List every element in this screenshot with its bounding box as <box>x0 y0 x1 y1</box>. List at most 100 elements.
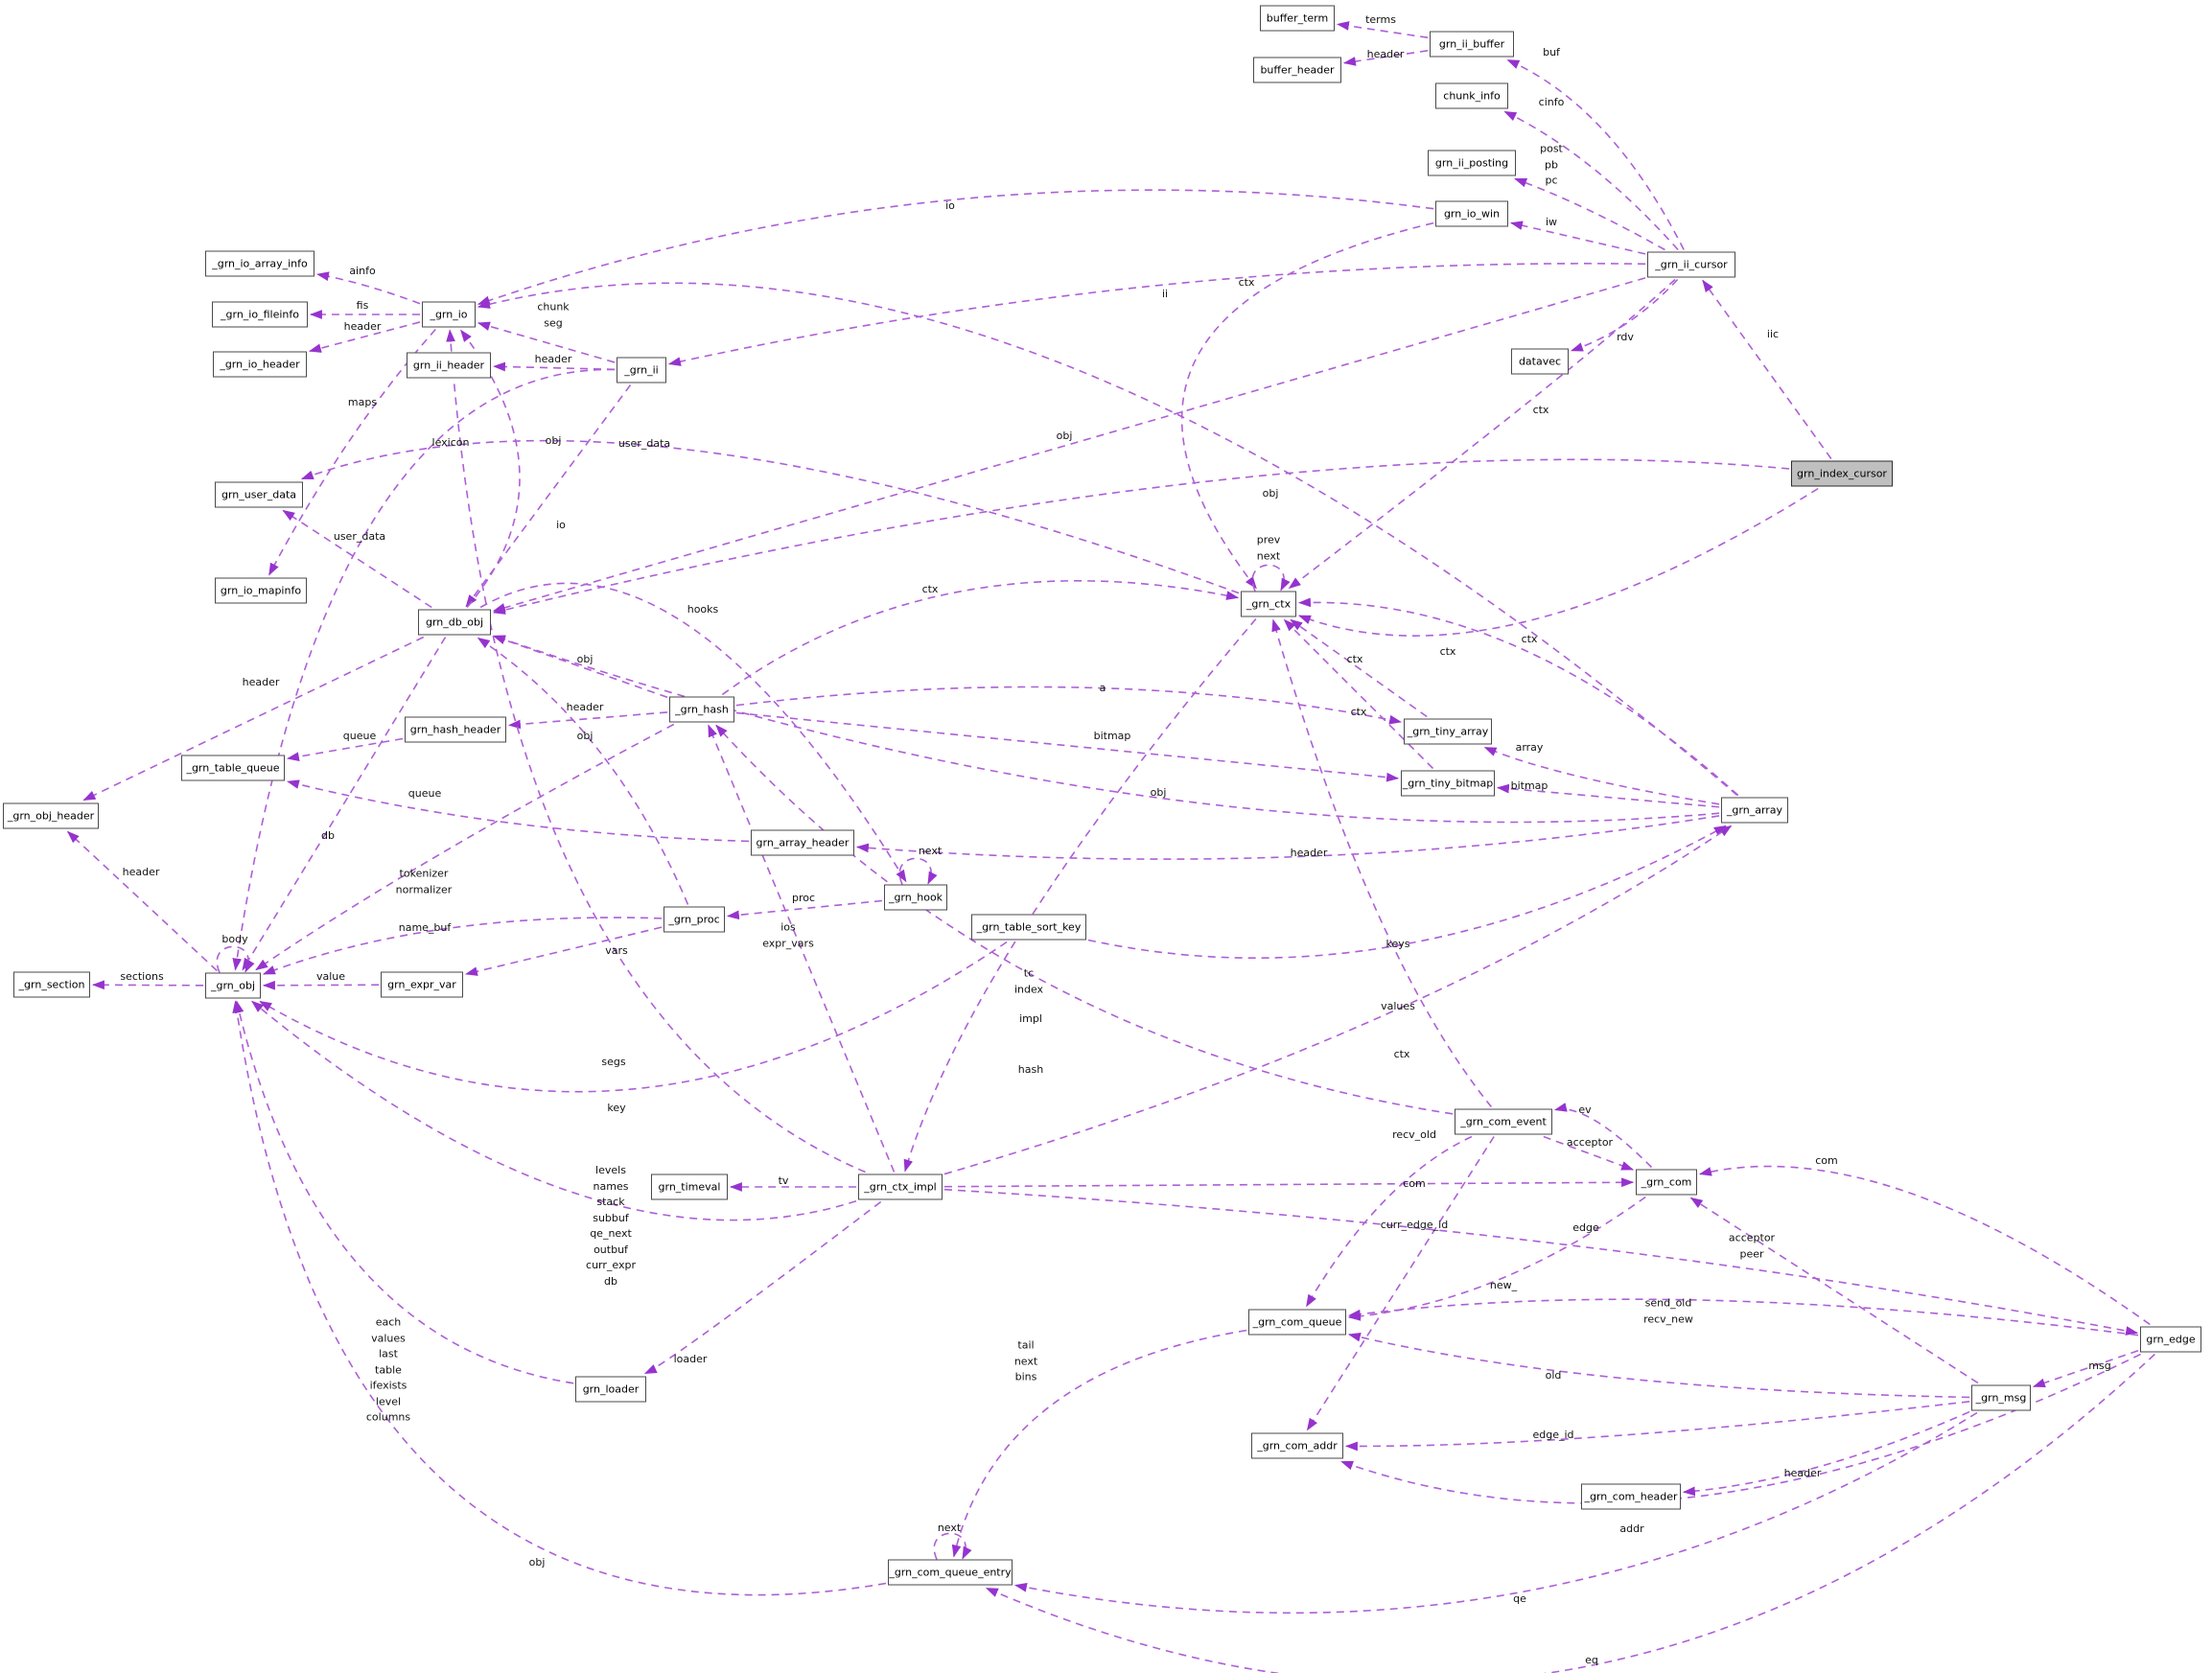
node-grn_io_fileinfo[interactable]: _grn_io_fileinfo <box>212 301 308 328</box>
node-grn_tiny_array[interactable]: _grn_tiny_array <box>1404 718 1492 745</box>
node-grn_hash[interactable]: _grn_hash <box>669 696 734 723</box>
node-grn_io_header[interactable]: _grn_io_header <box>213 351 307 378</box>
node-grn_table_sort_key[interactable]: _grn_table_sort_key <box>971 914 1086 941</box>
edge-grn_proc-to-grn_obj <box>262 917 663 975</box>
edge-grn_ii_cursor-to-datavec <box>1570 278 1679 352</box>
edge-grn_array-to-grn_db_obj <box>492 635 1720 824</box>
node-grn_ctx_impl[interactable]: _grn_ctx_impl <box>858 1173 943 1200</box>
edge-grn_com_event-to-grn_ctx <box>1271 618 1493 1108</box>
edge-grn_obj-to-grn_obj_header <box>66 830 218 972</box>
edge-grn_io_win-to-grn_ctx <box>1180 221 1434 590</box>
node-grn_expr_var[interactable]: grn_expr_var <box>381 971 463 998</box>
edge-grn_table_sort_key-to-grn_obj <box>259 941 1008 1093</box>
node-buffer_term[interactable]: buffer_term <box>1260 5 1335 32</box>
node-grn_section[interactable]: _grn_section <box>13 971 90 998</box>
edge-grn_proc-to-grn_expr_var <box>464 926 663 976</box>
edge-grn_tiny_bitmap-to-grn_ctx <box>1283 618 1434 770</box>
edge-grn_hash-to-grn_tiny_bitmap <box>735 711 1400 782</box>
node-grn_index_cursor[interactable]: grn_index_cursor <box>1791 460 1893 487</box>
self-edge-grn_com_queue_entry <box>933 1532 972 1560</box>
node-grn_ii_header[interactable]: grn_ii_header <box>407 352 491 379</box>
node-grn_ii_posting[interactable]: grn_ii_posting <box>1428 150 1516 176</box>
edge-grn_array-to-grn_io <box>477 282 1738 797</box>
node-grn_edge[interactable]: grn_edge <box>2140 1326 2201 1353</box>
node-grn_array_header[interactable]: grn_array_header <box>751 829 854 856</box>
edge-grn_com_queue-to-grn_com_queue_entry <box>951 1329 1247 1558</box>
node-grn_hash_header[interactable]: grn_hash_header <box>405 716 506 743</box>
edge-grn_ii_cursor-to-chunk_info <box>1503 110 1679 251</box>
edge-grn_hash-to-grn_ctx <box>721 579 1240 696</box>
edge-grn_ctx_impl-to-grn_hash <box>708 724 896 1173</box>
node-grn_user_data[interactable]: grn_user_data <box>215 481 303 508</box>
node-grn_com_event[interactable]: _grn_com_event <box>1455 1108 1552 1135</box>
node-grn_com_header[interactable]: _grn_com_header <box>1581 1483 1681 1510</box>
node-grn_loader[interactable]: grn_loader <box>575 1376 646 1403</box>
edge-grn_obj-to-grn_section <box>91 980 204 990</box>
edge-grn_hash-to-grn_obj <box>255 723 675 971</box>
edge-grn_array-to-grn_array_header <box>855 815 1720 860</box>
self-edge-grn_ctx <box>1251 564 1291 592</box>
edge-grn_msg-to-grn_com <box>1689 1197 1979 1384</box>
node-buffer_header[interactable]: buffer_header <box>1253 57 1341 83</box>
node-grn_com_queue[interactable]: _grn_com_queue <box>1248 1309 1346 1336</box>
edge-grn_edge-to-grn_com <box>1698 1165 2151 1326</box>
edge-grn_ctx_impl-to-grn_io <box>446 329 866 1173</box>
node-grn_io_win[interactable]: grn_io_win <box>1435 200 1508 227</box>
edge-grn_io-to-grn_io_array_info <box>315 271 421 305</box>
node-grn_com_queue_entry[interactable]: _grn_com_queue_entry <box>888 1559 1013 1586</box>
edge-grn_hook-to-grn_proc <box>726 899 883 920</box>
node-grn_ii_cursor[interactable]: _grn_ii_cursor <box>1647 251 1735 278</box>
edge-grn_msg-to-grn_com_queue_entry <box>1013 1411 1978 1615</box>
edge-grn_msg-to-grn_com_header <box>1682 1410 1970 1497</box>
edge-grn_ii-to-grn_db_obj <box>465 384 632 608</box>
edge-grn_loader-to-grn_obj <box>234 1000 574 1384</box>
edge-grn_ii_cursor-to-grn_ctx <box>1288 278 1676 590</box>
node-datavec[interactable]: datavec <box>1511 348 1569 375</box>
edge-grn_hash-to-grn_tiny_array <box>735 685 1403 725</box>
edge-grn_ctx-to-grn_user_data <box>300 439 1240 594</box>
node-grn_table_queue[interactable]: _grn_table_queue <box>181 755 285 781</box>
node-chunk_info[interactable]: chunk_info <box>1435 82 1508 109</box>
edge-grn_array-to-grn_tiny_array <box>1483 746 1720 805</box>
edge-grn_ii_cursor-to-grn_ii_buffer <box>1506 58 1685 250</box>
node-grn_obj_header[interactable]: _grn_obj_header <box>3 802 99 829</box>
edge-grn_ii-to-grn_ii_header <box>492 361 616 372</box>
node-grn_array[interactable]: _grn_array <box>1721 797 1788 824</box>
edge-grn_msg-to-grn_com_queue <box>1347 1332 1970 1399</box>
edge-grn_array_header-to-grn_table_queue <box>286 779 750 843</box>
edge-grn_ii_cursor-to-grn_ii <box>667 263 1646 366</box>
node-grn_tiny_bitmap[interactable]: _grn_tiny_bitmap <box>1401 770 1495 797</box>
edge-grn_com-to-grn_com_event <box>1553 1103 1653 1169</box>
node-grn_ctx[interactable]: _grn_ctx <box>1241 591 1296 617</box>
edge-grn_index_cursor-to-grn_ctx <box>1297 487 1819 637</box>
node-grn_obj[interactable]: _grn_obj <box>205 972 261 999</box>
edge-grn_array-to-grn_tiny_bitmap <box>1496 783 1720 808</box>
edge-grn_ctx_impl-to-grn_obj <box>251 1000 857 1221</box>
self-edge-grn_hook <box>898 857 938 885</box>
node-grn_com[interactable]: _grn_com <box>1636 1169 1697 1196</box>
edge-grn_com_queue_entry-to-grn_obj <box>232 1000 887 1596</box>
node-grn_timeval[interactable]: grn_timeval <box>651 1173 728 1200</box>
edge-grn_db_obj-to-grn_hook <box>479 582 907 883</box>
edge-grn_index_cursor-to-grn_db_obj <box>492 458 1790 615</box>
edge-grn_io-to-grn_io_header <box>308 321 421 353</box>
node-grn_db_obj[interactable]: grn_db_obj <box>418 609 491 636</box>
node-grn_ii[interactable]: _grn_ii <box>617 357 666 383</box>
node-grn_proc[interactable]: _grn_proc <box>664 906 725 933</box>
edge-grn_ii_buffer-to-buffer_header <box>1342 50 1429 66</box>
edge-grn_ii_cursor-to-grn_db_obj <box>492 277 1646 613</box>
edge-grn_ii_buffer-to-buffer_term <box>1336 21 1429 38</box>
edge-grn_io-to-grn_io_mapinfo <box>268 328 436 576</box>
node-grn_msg[interactable]: _grn_msg <box>1971 1384 2031 1411</box>
node-grn_io[interactable]: _grn_io <box>422 301 476 328</box>
edge-grn_com_event-to-grn_hash <box>715 724 1454 1115</box>
node-grn_ii_buffer[interactable]: grn_ii_buffer <box>1430 31 1514 58</box>
node-grn_io_mapinfo[interactable]: grn_io_mapinfo <box>215 577 307 604</box>
edge-grn_hash-to-grn_db_obj <box>492 635 668 699</box>
node-grn_com_addr[interactable]: _grn_com_addr <box>1251 1432 1343 1459</box>
edge-grn_edge-to-grn_com_queue_entry <box>985 1353 2155 1673</box>
node-grn_hook[interactable]: _grn_hook <box>884 884 947 911</box>
node-grn_io_array_info[interactable]: _grn_io_array_info <box>205 250 314 277</box>
edge-grn_edge-to-grn_msg <box>2032 1349 2139 1388</box>
